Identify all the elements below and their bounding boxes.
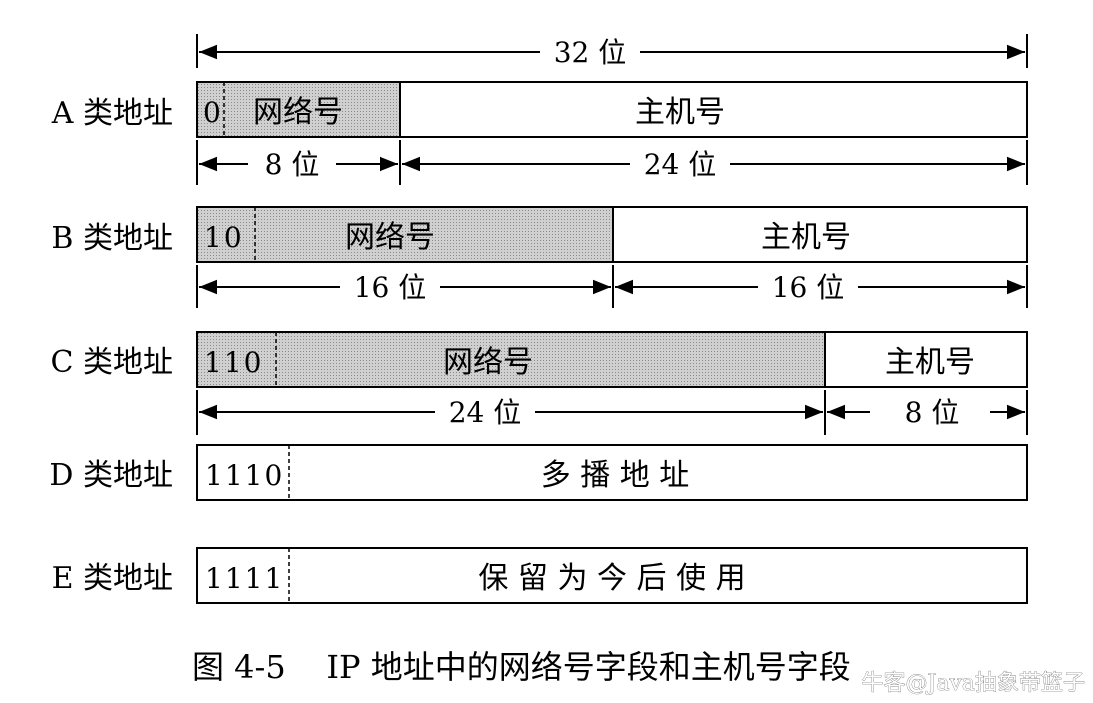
class-b-host-label: 主机号 <box>761 220 851 255</box>
class-b-label: B 类地址 <box>51 221 173 256</box>
class-d-body-label: 多 播 地 址 <box>541 458 690 493</box>
class-e-prefix-bits: 1111 <box>205 562 284 595</box>
class-a-network-label: 网络号 <box>253 95 343 130</box>
class-a-network-field <box>196 81 401 138</box>
class-a-host-label: 主机号 <box>635 95 725 130</box>
class-c-dimensions: 24 位 8 位 <box>196 390 1028 435</box>
class-e-body-label: 保 留 为 今 后 使 用 <box>478 561 745 596</box>
figure-caption: 图 4-5 IP 地址中的网络号字段和主机号字段 <box>192 648 851 686</box>
class-b-host-width: 16 位 <box>772 271 845 304</box>
class-b-network-label: 网络号 <box>345 220 435 255</box>
class-e-label: E 类地址 <box>52 561 173 596</box>
class-a-row: A 类地址 0 网络号 主机号 <box>51 81 1028 138</box>
watermark-text: 牛客@Java抽象带篮子 <box>862 671 1085 696</box>
class-c-host-field <box>824 331 1028 388</box>
class-a-label: A 类地址 <box>51 96 173 131</box>
class-b-dimensions: 16 位 16 位 <box>196 265 1028 308</box>
dimension-label: 32 位 <box>554 36 627 69</box>
class-b-network-field <box>196 206 614 263</box>
class-b-host-field <box>612 206 1028 263</box>
class-b-prefix-bits: 10 <box>204 221 244 254</box>
class-c-network-field <box>196 331 826 388</box>
class-c-network-label: 网络号 <box>443 345 533 380</box>
class-b-row: B 类地址 10 网络号 主机号 <box>51 206 1028 263</box>
class-a-prefix-bits: 0 <box>203 96 223 129</box>
class-a-dimensions: 8 位 24 位 <box>196 140 1028 185</box>
class-d-prefix-bits: 1110 <box>205 459 284 492</box>
class-a-host-field <box>399 81 1028 138</box>
class-d-label: D 类地址 <box>49 458 173 493</box>
dimension-32-bit: 32 位 <box>196 34 1028 69</box>
class-a-host-width: 24 位 <box>644 148 717 181</box>
class-c-host-width: 8 位 <box>905 396 960 429</box>
class-c-row: C 类地址 110 网络号 主机号 <box>51 331 1028 388</box>
class-c-prefix-bits: 110 <box>204 346 263 379</box>
class-c-network-width: 24 位 <box>449 396 522 429</box>
class-e-row: E 类地址 1111 保 留 为 今 后 使 用 <box>52 547 1028 604</box>
class-d-row: D 类地址 1110 多 播 地 址 <box>49 444 1028 501</box>
class-c-host-label: 主机号 <box>885 345 975 380</box>
class-a-network-width: 8 位 <box>265 148 320 181</box>
class-e-field <box>196 547 1028 604</box>
class-c-label: C 类地址 <box>51 345 174 380</box>
class-d-field <box>196 444 1028 501</box>
class-b-network-width: 16 位 <box>354 271 427 304</box>
